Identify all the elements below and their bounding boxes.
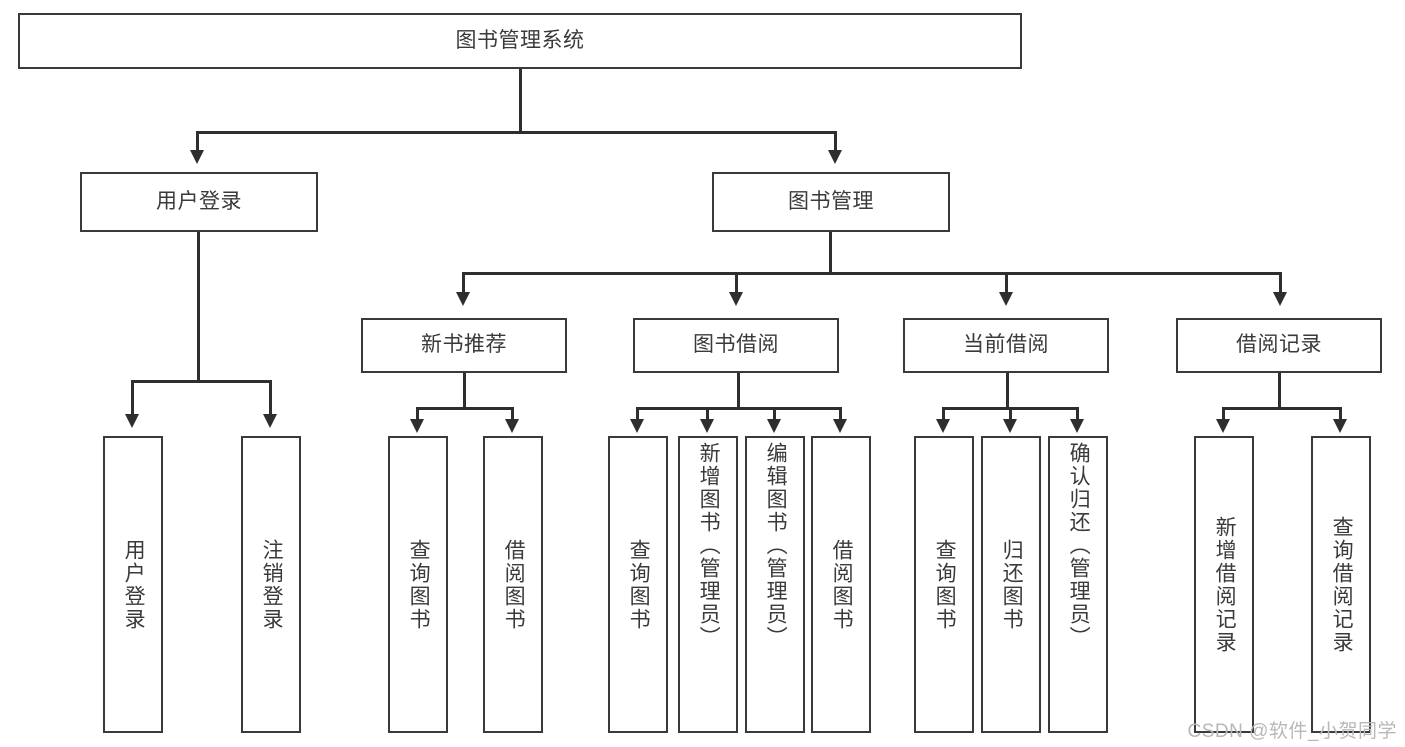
node-label: 查询图书 <box>933 538 957 631</box>
leaf-br-query-record[interactable]: 查询借阅记录 <box>1311 436 1371 733</box>
edge-drop-bb-add-book <box>706 407 709 421</box>
arrow-head-cb-query-book <box>936 419 950 433</box>
edge-drop-leaf-logout <box>269 380 272 416</box>
edge-new-book-bus <box>416 407 514 410</box>
node-label: 图书借阅 <box>693 333 779 357</box>
node-label: 查询借阅记录 <box>1330 515 1354 654</box>
arrow-head-br-add-record <box>1216 419 1230 433</box>
arrow-head-bb-edit-book <box>767 419 781 433</box>
node-label: 注销登录 <box>260 538 284 631</box>
arrow-head-book-borrow <box>729 292 743 306</box>
arrow-head-leaf-user-login <box>125 414 139 428</box>
edge-book-management-stem <box>829 232 832 272</box>
leaf-logout[interactable]: 注销登录 <box>241 436 301 733</box>
edge-drop-book-borrow <box>735 272 738 294</box>
arrow-head-borrow-record <box>1273 292 1287 306</box>
arrow-head-leaf-logout <box>263 414 277 428</box>
node-book-management[interactable]: 图书管理 <box>712 172 950 232</box>
edge-level2-bus <box>196 131 837 134</box>
node-label: 借阅记录 <box>1236 333 1322 357</box>
edge-drop-current-borrow <box>1005 272 1008 294</box>
leaf-cb-confirm-return[interactable]: 确认归还（管理员） <box>1048 436 1108 733</box>
node-root-book-management-system[interactable]: 图书管理系统 <box>18 13 1022 69</box>
edge-borrow-record-stem <box>1278 373 1281 407</box>
leaf-bb-borrow-book[interactable]: 借阅图书 <box>811 436 871 733</box>
arrow-head-br-query-record <box>1333 419 1347 433</box>
edge-borrow-record-bus <box>1222 407 1342 410</box>
edge-current-borrow-stem <box>1006 373 1009 407</box>
edge-drop-nb-query-book <box>416 407 419 421</box>
node-label: 新增图书（管理员） <box>697 442 721 649</box>
leaf-bb-query-book[interactable]: 查询图书 <box>608 436 668 733</box>
arrow-head-bb-query-book <box>630 419 644 433</box>
edge-root-stem <box>519 69 522 131</box>
edge-user-login-bus <box>131 380 269 383</box>
edge-drop-book-management <box>834 131 837 152</box>
edge-book-borrow-bus <box>636 407 841 410</box>
leaf-cb-return-book[interactable]: 归还图书 <box>981 436 1041 733</box>
node-label: 图书管理 <box>788 189 874 213</box>
node-label: 新书推荐 <box>421 333 507 357</box>
node-label: 编辑图书（管理员） <box>764 442 788 649</box>
leaf-bb-edit-book[interactable]: 编辑图书（管理员） <box>745 436 805 733</box>
edge-drop-bb-borrow-book <box>839 407 842 421</box>
arrow-head-bb-add-book <box>700 419 714 433</box>
edge-drop-leaf-user-login <box>131 380 134 416</box>
edge-drop-user-login <box>196 131 199 152</box>
edge-level3-bus <box>462 272 1282 275</box>
edge-new-book-stem <box>463 373 466 407</box>
leaf-nb-borrow-book[interactable]: 借阅图书 <box>483 436 543 733</box>
edge-drop-cb-return-book <box>1009 407 1012 421</box>
edge-book-borrow-stem <box>737 373 740 407</box>
leaf-bb-add-book[interactable]: 新增图书（管理员） <box>678 436 738 733</box>
node-label: 用户登录 <box>156 189 242 213</box>
arrow-head-nb-query-book <box>410 419 424 433</box>
edge-drop-br-add-record <box>1222 407 1225 421</box>
node-user-login[interactable]: 用户登录 <box>80 172 318 232</box>
node-label: 查询图书 <box>407 538 431 631</box>
leaf-br-add-record[interactable]: 新增借阅记录 <box>1194 436 1254 733</box>
edge-drop-borrow-record <box>1279 272 1282 294</box>
node-label: 归还图书 <box>1000 538 1024 631</box>
edge-drop-cb-confirm-return <box>1076 407 1079 421</box>
arrow-head-book-management <box>828 150 842 164</box>
arrow-head-new-book <box>456 292 470 306</box>
edge-drop-nb-borrow-book <box>511 407 514 421</box>
arrow-head-cb-return-book <box>1003 419 1017 433</box>
edge-drop-bb-edit-book <box>773 407 776 421</box>
node-borrow-record[interactable]: 借阅记录 <box>1176 318 1382 373</box>
leaf-user-login[interactable]: 用户登录 <box>103 436 163 733</box>
arrow-head-current-borrow <box>999 292 1013 306</box>
node-label: 图书管理系统 <box>455 28 585 52</box>
node-label: 新增借阅记录 <box>1213 515 1237 654</box>
node-label: 当前借阅 <box>963 333 1049 357</box>
node-label: 查询图书 <box>627 538 651 631</box>
node-label: 确认归还（管理员） <box>1067 442 1091 649</box>
arrow-head-bb-borrow-book <box>833 419 847 433</box>
edge-drop-new-book <box>462 272 465 294</box>
node-label: 用户登录 <box>122 538 146 631</box>
arrow-head-nb-borrow-book <box>505 419 519 433</box>
leaf-nb-query-book[interactable]: 查询图书 <box>388 436 448 733</box>
node-label: 借阅图书 <box>502 538 526 631</box>
node-label: 借阅图书 <box>830 538 854 631</box>
edge-user-login-stem <box>197 232 200 380</box>
edge-drop-br-query-record <box>1339 407 1342 421</box>
leaf-cb-query-book[interactable]: 查询图书 <box>914 436 974 733</box>
arrow-head-user-login <box>190 150 204 164</box>
node-book-borrow[interactable]: 图书借阅 <box>633 318 839 373</box>
node-new-book-recommend[interactable]: 新书推荐 <box>361 318 567 373</box>
node-current-borrow[interactable]: 当前借阅 <box>903 318 1109 373</box>
edge-drop-cb-query-book <box>942 407 945 421</box>
edge-drop-bb-query-book <box>636 407 639 421</box>
arrow-head-cb-confirm-return <box>1070 419 1084 433</box>
